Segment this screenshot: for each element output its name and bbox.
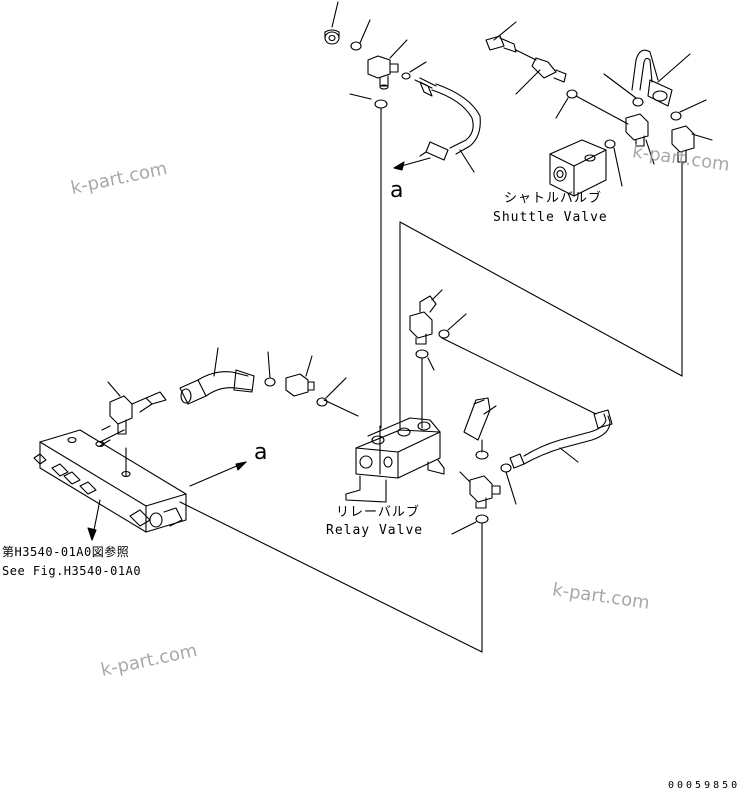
steel-tube-part — [510, 410, 612, 468]
leader-line — [604, 74, 636, 98]
leader-line — [350, 94, 371, 99]
shuttle-valve-label-jp: シャトルバルブ — [504, 191, 603, 206]
leader-line — [484, 406, 496, 414]
o-ring-part — [476, 515, 488, 523]
connection-line — [324, 400, 358, 416]
relay-valve-label-jp: リレーバルブ — [336, 505, 420, 520]
connection-line — [180, 502, 482, 652]
tee-fitting-part — [626, 114, 648, 146]
nut-part — [325, 30, 339, 44]
leader-line — [692, 134, 712, 140]
hose-part — [180, 370, 254, 404]
connection-line — [576, 96, 628, 124]
leader-line — [390, 40, 407, 58]
pressure-sensor-part — [102, 392, 166, 434]
relay-valve-part — [346, 418, 444, 502]
see-figure-label-en: See Fig.H3540-01A0 — [2, 564, 142, 578]
connection-line — [442, 338, 596, 414]
arrow-head — [88, 528, 96, 540]
leader-line — [108, 382, 120, 396]
o-ring-part — [633, 98, 643, 106]
leader-line — [448, 314, 466, 330]
leader-line — [560, 448, 578, 462]
relay-valve-label-en: Relay Valve — [326, 523, 424, 538]
leader-line — [432, 290, 442, 300]
connection-line — [400, 222, 682, 376]
o-ring-part — [567, 90, 577, 98]
reference-letter-a: a — [254, 440, 268, 465]
bent-tube-part — [632, 50, 672, 106]
o-ring-part — [416, 350, 428, 358]
elbow-fitting-part — [286, 374, 314, 396]
elbow-fitting-part — [464, 398, 490, 440]
see-figure-label-jp: 第H3540-01A0図参照 — [2, 545, 130, 559]
arrow-head — [236, 462, 246, 470]
o-ring-part — [317, 398, 327, 406]
o-ring-part — [351, 42, 361, 50]
leader-line — [646, 140, 654, 164]
leader-line — [460, 150, 474, 172]
shuttle-valve-part — [550, 140, 606, 196]
hose-part — [415, 78, 480, 160]
shuttle-valve-label-en: Shuttle Valve — [493, 210, 608, 225]
reference-letter-a: a — [390, 178, 404, 203]
leader-line — [506, 472, 516, 504]
leader-line — [428, 358, 434, 370]
leader-line — [214, 348, 218, 376]
o-ring-part — [439, 330, 449, 338]
manifold-block-part — [34, 430, 186, 532]
elbow-fitting-part — [368, 56, 398, 89]
leader-line — [268, 352, 270, 378]
leader-line — [556, 98, 568, 118]
leader-line — [410, 62, 426, 72]
arrow-head — [394, 162, 404, 170]
leader-line — [494, 22, 516, 40]
diagram-number: 00059850 — [668, 780, 741, 791]
o-ring-part — [402, 73, 410, 79]
leader-line — [360, 20, 370, 43]
leader-line — [658, 54, 690, 82]
connection-line — [100, 440, 110, 446]
leader-line — [614, 148, 622, 186]
o-ring-part — [375, 100, 387, 108]
o-ring-part — [265, 378, 275, 386]
o-ring-part — [501, 464, 511, 472]
leader-line — [516, 70, 540, 94]
leader-line — [680, 100, 706, 112]
sensor-connector-part — [486, 36, 566, 82]
leader-line — [306, 356, 312, 376]
leader-line — [332, 2, 338, 27]
leader-line — [452, 522, 476, 534]
connection-line — [100, 430, 124, 442]
leader-line — [326, 378, 346, 398]
o-ring-part — [671, 112, 681, 120]
o-ring-part — [605, 140, 615, 148]
tee-fitting-part — [470, 476, 500, 508]
leader-line — [460, 472, 470, 482]
elbow-fitting-part — [410, 296, 436, 344]
